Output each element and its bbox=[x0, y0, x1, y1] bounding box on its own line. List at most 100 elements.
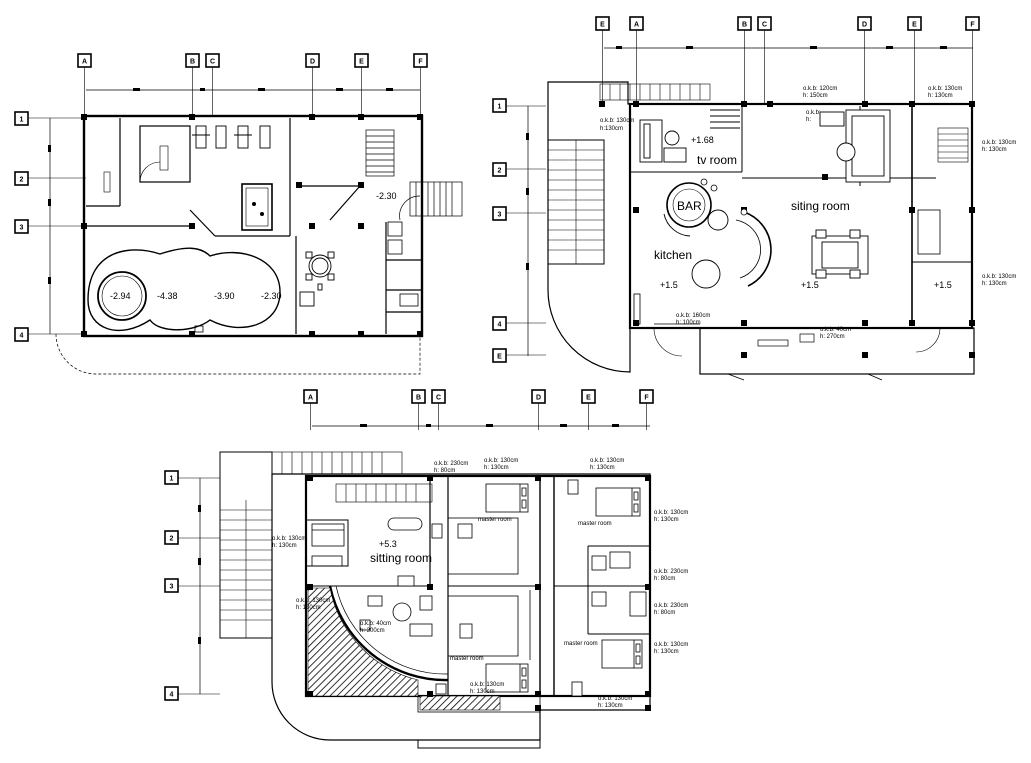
grid-bubble-f: F bbox=[413, 53, 428, 116]
grid-bubble-f: F bbox=[639, 389, 654, 430]
basement-plan: A B C D E F 1 2 3 4 bbox=[14, 53, 463, 375]
ground-walls bbox=[547, 81, 975, 381]
grid-bubble-1: 1 bbox=[14, 111, 86, 126]
grid-bubble-b: B bbox=[737, 16, 752, 104]
svg-text:E: E bbox=[497, 354, 502, 361]
svg-text:E: E bbox=[600, 22, 605, 29]
svg-text:A: A bbox=[82, 59, 87, 66]
svg-text:2: 2 bbox=[20, 177, 24, 184]
basement-stairs bbox=[365, 129, 463, 221]
svg-text:h: 130cm: h: 130cm bbox=[296, 605, 321, 611]
right-room-level: +1.5 bbox=[934, 280, 952, 290]
svg-text:h: 80cm: h: 80cm bbox=[654, 576, 675, 582]
grid-bubble-5: E bbox=[492, 348, 546, 363]
grid-bubble-2: 2 bbox=[164, 530, 220, 545]
grid-bubble-c: C bbox=[431, 389, 446, 430]
svg-text:o.k.b: 40cm: o.k.b: 40cm bbox=[360, 621, 391, 627]
svg-text:C: C bbox=[436, 395, 441, 402]
swimming-pool: -2.94 -4.38 -3.90 -2.30 bbox=[87, 247, 282, 333]
ground-left-grid: 1 2 3 4 E bbox=[492, 98, 546, 363]
pool-level-3: -3.90 bbox=[214, 291, 235, 301]
svg-text:h: 130cm: h: 130cm bbox=[928, 93, 953, 99]
svg-text:h: 130cm: h: 130cm bbox=[598, 703, 623, 709]
svg-text:D: D bbox=[862, 22, 867, 29]
pool-level-2: -4.38 bbox=[157, 291, 178, 301]
grid-bubble-4: 4 bbox=[164, 686, 220, 701]
svg-text:o.k.b: 130cm: o.k.b: 130cm bbox=[654, 642, 688, 648]
svg-text:o.k.b: 230cm: o.k.b: 230cm bbox=[654, 603, 688, 609]
svg-text:3: 3 bbox=[20, 225, 24, 232]
grid-bubble-d: D bbox=[305, 53, 320, 116]
kitchen-label: kitchen bbox=[654, 248, 692, 262]
master-room-label-1: master room bbox=[478, 517, 512, 523]
master-room-label-4: master room bbox=[564, 641, 598, 647]
svg-text:1: 1 bbox=[170, 476, 174, 483]
grid-bubble-b: B bbox=[411, 389, 426, 430]
basement-dining-set bbox=[299, 251, 335, 307]
svg-text:h: 130cm: h: 130cm bbox=[982, 281, 1007, 287]
svg-text:o.k.b: 130cm: o.k.b: 130cm bbox=[982, 274, 1016, 280]
master-room-label-3: master room bbox=[450, 656, 484, 662]
svg-text:1: 1 bbox=[498, 104, 502, 111]
svg-text:3: 3 bbox=[498, 212, 502, 219]
svg-text:o.k.b: 130cm: o.k.b: 130cm bbox=[590, 458, 624, 464]
basement-columns bbox=[81, 114, 423, 337]
svg-text:D: D bbox=[536, 395, 541, 402]
grid-bubble-1: 1 bbox=[164, 470, 220, 485]
grid-bubble-a: A bbox=[629, 16, 644, 104]
ground-side-stairs bbox=[547, 83, 969, 265]
svg-text:2: 2 bbox=[170, 536, 174, 543]
tv-room-level: +1.68 bbox=[691, 135, 714, 145]
first-left-grid: 1 2 3 4 bbox=[164, 470, 220, 701]
svg-text:4: 4 bbox=[498, 322, 502, 329]
svg-text:h:: h: bbox=[806, 117, 811, 123]
svg-text:D: D bbox=[310, 59, 315, 66]
grid-bubble-2: 2 bbox=[492, 162, 546, 177]
grid-bubble-4: 4 bbox=[492, 316, 546, 331]
svg-text:h: 130cm: h: 130cm bbox=[484, 465, 509, 471]
svg-text:o.k.b: 130cm: o.k.b: 130cm bbox=[654, 510, 688, 516]
svg-text:B: B bbox=[742, 22, 747, 29]
svg-text:C: C bbox=[762, 22, 767, 29]
svg-text:o.k.b: 130cm: o.k.b: 130cm bbox=[600, 118, 634, 124]
first-furniture bbox=[311, 479, 647, 697]
grid-bubble-3: 3 bbox=[492, 206, 546, 221]
svg-text:h: 80cm: h: 80cm bbox=[654, 610, 675, 616]
grid-bubble-3: 3 bbox=[164, 578, 220, 593]
first-top-grid: A B C D E F bbox=[303, 389, 654, 430]
svg-text:o.k.b: 40cm: o.k.b: 40cm bbox=[820, 327, 851, 333]
svg-text:h: 130cm: h: 130cm bbox=[654, 517, 679, 523]
hatched-balcony bbox=[419, 695, 501, 711]
tv-room-label: tv room bbox=[697, 153, 737, 167]
svg-text:h: 130cm: h: 130cm bbox=[982, 147, 1007, 153]
svg-text:h:130cm: h:130cm bbox=[600, 126, 623, 132]
svg-text:B: B bbox=[190, 59, 195, 66]
svg-text:h: 130cm: h: 130cm bbox=[470, 689, 495, 695]
grid-bubble-c: C bbox=[757, 16, 772, 104]
pool-table bbox=[241, 183, 273, 231]
siting-room-furniture bbox=[811, 109, 891, 279]
svg-text:o.k.b: 130cm: o.k.b: 130cm bbox=[598, 696, 632, 702]
svg-text:1: 1 bbox=[20, 117, 24, 124]
tv-room-furniture bbox=[639, 109, 740, 163]
siting-room-level: +1.5 bbox=[801, 280, 819, 290]
svg-text:o.k.b: 130cm: o.k.b: 130cm bbox=[982, 140, 1016, 146]
grid-bubble-c: C bbox=[205, 53, 220, 116]
svg-text:o.k.b: 130cm: o.k.b: 130cm bbox=[272, 536, 306, 542]
first-floor-plan: A B C D E F 1 2 3 4 bbox=[164, 389, 688, 749]
svg-text:o.k.b: 130cm: o.k.b: 130cm bbox=[928, 86, 962, 92]
bar-counter bbox=[663, 178, 772, 289]
svg-text:A: A bbox=[308, 395, 313, 402]
grid-bubble-f: F bbox=[965, 16, 980, 104]
svg-text:o.k.b: 130cm: o.k.b: 130cm bbox=[296, 598, 330, 604]
gym-equipment bbox=[192, 125, 271, 149]
stair-level: -2.30 bbox=[376, 191, 397, 201]
svg-text:F: F bbox=[970, 22, 975, 29]
basement-top-grid: A B C D E F bbox=[77, 53, 428, 116]
svg-text:E: E bbox=[359, 59, 364, 66]
grid-bubble-e: E bbox=[907, 16, 922, 104]
ground-floor-plan: E A B C D E F 1 2 3 4 E bbox=[492, 16, 1016, 381]
svg-text:E: E bbox=[586, 395, 591, 402]
